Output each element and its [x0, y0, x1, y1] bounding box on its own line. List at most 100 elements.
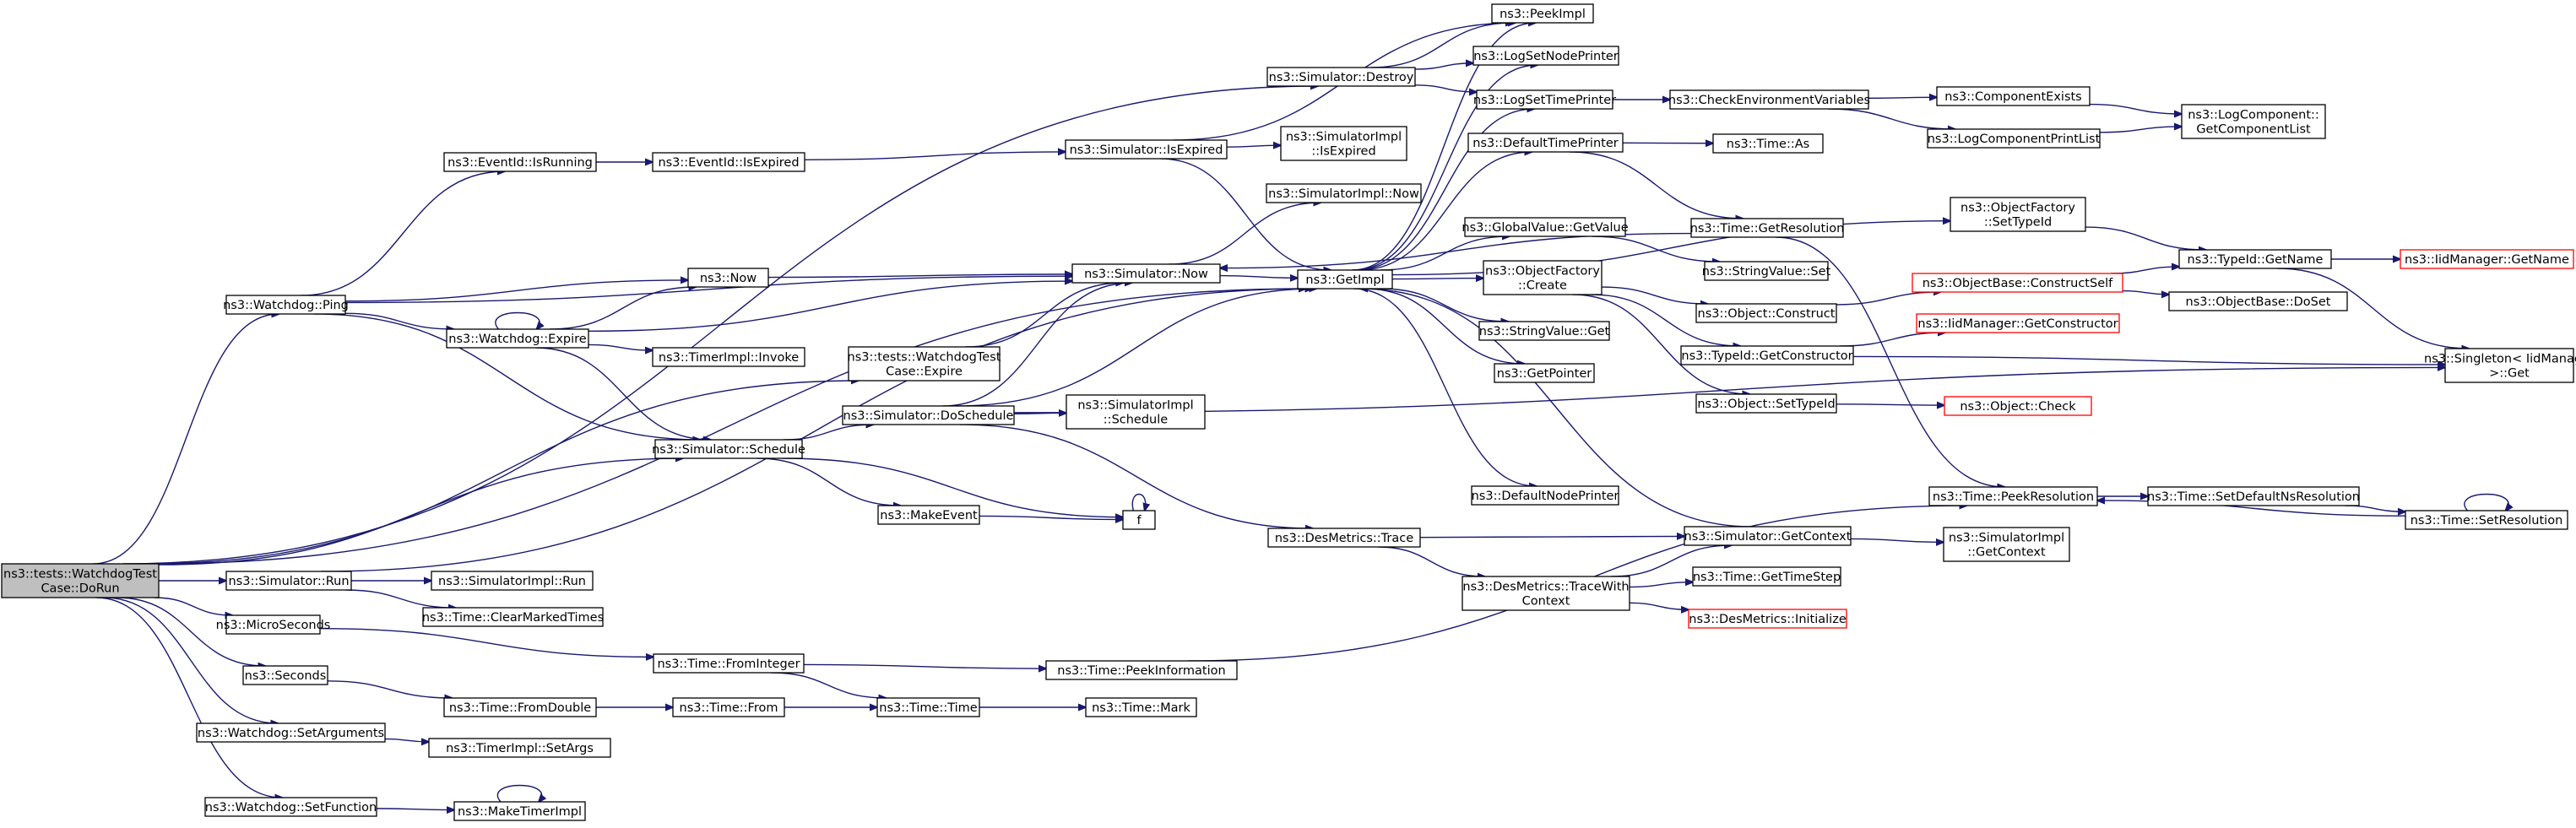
node-fromint[interactable]: ns3::Time::FromInteger — [653, 653, 805, 674]
node-label: ns3::Object::SetTypeId — [1697, 398, 1835, 411]
edge-sched-to-f — [782, 457, 1123, 517]
node-setargs[interactable]: ns3::Watchdog::SetArguments — [196, 722, 386, 743]
node-logcompprint[interactable]: ns3::LogComponentPrintList — [1927, 128, 2101, 149]
node-label: ns3::Simulator::Run — [228, 575, 349, 588]
node-simplgetctx[interactable]: ns3::SimulatorImpl::GetContext — [1943, 527, 2070, 562]
edge-ofcreate-to-objsettid — [1572, 294, 1750, 394]
edge-obconstructself-to-obdoset — [2122, 290, 2169, 295]
node-objconstruct[interactable]: ns3::Object::Construct — [1695, 303, 1837, 323]
node-logtime[interactable]: ns3::LogSetTimePrinter — [1473, 89, 1616, 110]
node-box — [672, 697, 785, 717]
node-timemark[interactable]: ns3::Time::Mark — [1085, 697, 1197, 717]
node-obconstructself[interactable]: ns3::ObjectBase::ConstructSelf — [1912, 273, 2123, 293]
edge-deftime-to-timegetres — [1570, 151, 1743, 219]
node-gvget[interactable]: ns3::GlobalValue::GetValue — [1462, 217, 1629, 237]
node-maketimer[interactable]: ns3::MakeTimerImpl — [453, 801, 586, 821]
node-seconds[interactable]: ns3::Seconds — [242, 665, 328, 685]
node-iidgetctor[interactable]: ns3::IidManager::GetConstructor — [1916, 313, 2120, 333]
node-micro[interactable]: ns3::MicroSeconds — [216, 614, 331, 635]
node-simplnow[interactable]: ns3::SimulatorImpl::Now — [1266, 183, 1422, 203]
edges-layer — [92, 23, 2508, 810]
node-tidgetctor[interactable]: ns3::TypeId::GetConstructor — [1680, 345, 1854, 365]
node-checkenv[interactable]: ns3::CheckEnvironmentVariables — [1668, 89, 1870, 110]
node-box — [1478, 321, 1610, 341]
edge-dosched-to-destrace — [959, 424, 1313, 528]
node-makeevent[interactable]: ns3::MakeEvent — [877, 505, 980, 525]
edge-snow-to-getimpl — [1219, 276, 1298, 279]
node-label: ns3::SimulatorImpl — [1949, 532, 2064, 545]
node-now[interactable]: ns3::Now — [687, 268, 769, 288]
node-sdestroy[interactable]: ns3::Simulator::Destroy — [1266, 67, 1416, 87]
node-wexpire[interactable]: ns3::Watchdog::Expire — [446, 328, 589, 349]
node-timefrom[interactable]: ns3::Time::From — [672, 697, 785, 717]
node-timegetstep[interactable]: ns3::Time::GetTimeStep — [1692, 566, 1841, 587]
node-simplrun[interactable]: ns3::SimulatorImpl::Run — [431, 571, 594, 591]
node-peekinfo[interactable]: ns3::Time::PeekInformation — [1045, 660, 1238, 680]
node-destrace[interactable]: ns3::DesMetrics::Trace — [1267, 528, 1421, 548]
node-getimpl[interactable]: ns3::GetImpl — [1297, 269, 1393, 290]
node-svset[interactable]: ns3::StringValue::Set — [1702, 261, 1831, 281]
node-box — [1912, 273, 2123, 293]
node-svget[interactable]: ns3::StringValue::Get — [1478, 321, 1610, 341]
node-iidgetname[interactable]: ns3::IidManager::GetName — [2400, 249, 2574, 269]
node-label: ns3::Time::ClearMarkedTimes — [422, 611, 604, 625]
node-simplsched[interactable]: ns3::SimulatorImpl::Schedule — [1066, 394, 1206, 430]
edge-testexpire-to-snow — [965, 283, 1124, 348]
node-timeas[interactable]: ns3::Time::As — [1712, 133, 1824, 154]
node-isrunning[interactable]: ns3::EventId::IsRunning — [443, 152, 597, 172]
node-box — [1471, 485, 1619, 506]
node-timersetargs[interactable]: ns3::TimerImpl::SetArgs — [428, 738, 611, 758]
node-clearmarked[interactable]: ns3::Time::ClearMarkedTimes — [422, 607, 604, 627]
node-setdefns[interactable]: ns3::Time::SetDefaultNsResolution — [2147, 486, 2360, 506]
node-compexists[interactable]: ns3::ComponentExists — [1936, 86, 2091, 106]
node-ofcreate[interactable]: ns3::ObjectFactory::Create — [1483, 260, 1603, 295]
node-tidgetname[interactable]: ns3::TypeId::GetName — [2178, 249, 2332, 269]
node-label: ns3::Time::FromInteger — [657, 658, 800, 671]
node-box — [842, 405, 1015, 425]
node-objsettid[interactable]: ns3::Object::SetTypeId — [1695, 393, 1837, 414]
node-ofsettid[interactable]: ns3::ObjectFactory::SetTypeId — [1950, 197, 2086, 232]
node-deftime[interactable]: ns3::DefaultTimePrinter — [1467, 133, 1624, 153]
edge-sisexpired-to-simplisexp — [1226, 145, 1281, 147]
node-invoke[interactable]: ns3::TimerImpl::Invoke — [652, 347, 805, 367]
node-srun[interactable]: ns3::Simulator::Run — [225, 571, 352, 591]
node-sgetctx[interactable]: ns3::Simulator::GetContext — [1684, 526, 1852, 546]
node-lognode[interactable]: ns3::LogSetNodePrinter — [1472, 46, 1619, 66]
node-setres[interactable]: ns3::Time::SetResolution — [2405, 510, 2568, 530]
node-logcompget[interactable]: ns3::LogComponent::GetComponentList — [2181, 104, 2326, 139]
node-box — [428, 738, 611, 758]
node-timetime[interactable]: ns3::Time::Time — [876, 697, 980, 717]
node-singleton[interactable]: ns3::Singleton< IidManager>::Get — [2424, 348, 2576, 383]
edge-wexpire-to-wexpire — [495, 311, 540, 330]
node-sisexpired[interactable]: ns3::Simulator::IsExpired — [1065, 139, 1228, 160]
node-setfunc[interactable]: ns3::Watchdog::SetFunction — [204, 797, 377, 817]
node-box — [1297, 269, 1393, 290]
node-dosched[interactable]: ns3::Simulator::DoSchedule — [842, 405, 1015, 425]
edge-getimpl-to-peekimpl — [1352, 23, 1536, 271]
node-box — [2168, 291, 2348, 311]
node-f[interactable]: f — [1122, 510, 1156, 530]
node-peekimpl[interactable]: ns3::PeekImpl — [1491, 3, 1594, 24]
node-label: ns3::SimulatorImpl — [1286, 131, 1402, 144]
node-wping[interactable]: ns3::Watchdog::Ping — [223, 295, 349, 315]
node-box — [1491, 3, 1594, 24]
node-timegetres[interactable]: ns3::Time::GetResolution — [1690, 218, 1845, 238]
node-obdoset[interactable]: ns3::ObjectBase::DoSet — [2168, 291, 2348, 311]
node-fromdbl[interactable]: ns3::Time::FromDouble — [443, 697, 597, 717]
node-simplisexp[interactable]: ns3::SimulatorImpl::IsExpired — [1280, 126, 1407, 161]
node-isexpired[interactable]: ns3::EventId::IsExpired — [652, 152, 805, 172]
node-desinit[interactable]: ns3::DesMetrics::Initialize — [1688, 609, 1847, 629]
edge-now-to-snow — [767, 274, 1072, 278]
node-peekres[interactable]: ns3::Time::PeekResolution — [1928, 486, 2098, 506]
node-snow[interactable]: ns3::Simulator::Now — [1071, 263, 1221, 284]
edge-timegetres-to-peekres — [1776, 236, 2004, 487]
edge-getimpl-to-getptr — [1364, 288, 1524, 364]
node-objcheck[interactable]: ns3::Object::Check — [1944, 396, 2092, 416]
node-box — [1266, 67, 1416, 87]
node-getptr[interactable]: ns3::GetPointer — [1494, 363, 1595, 383]
node-defnode[interactable]: ns3::DefaultNodePrinter — [1471, 485, 1619, 506]
node-sched[interactable]: ns3::Simulator::Schedule — [652, 439, 805, 459]
